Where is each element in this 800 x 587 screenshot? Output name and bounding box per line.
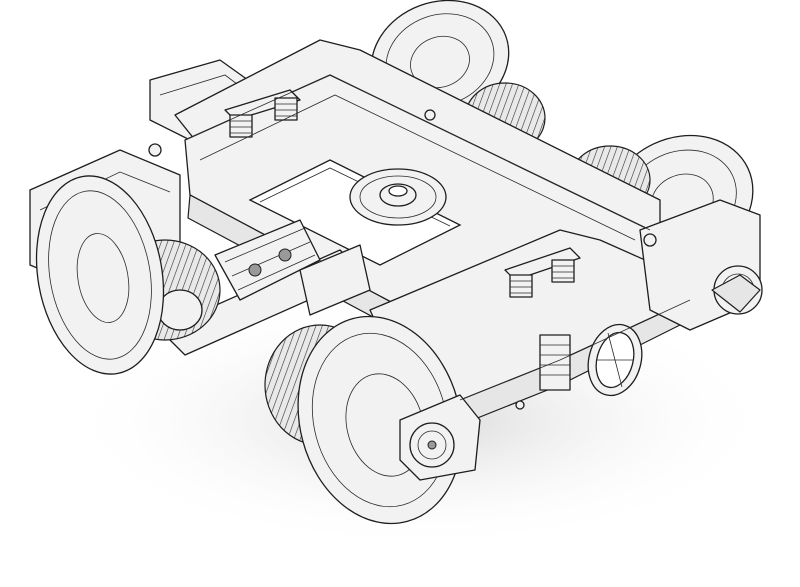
handbrake-wheel [587,323,643,397]
mounting-lugs [148,109,657,410]
secondary-spring-front [504,247,581,298]
center-pivot [349,168,447,226]
primary-spring [539,334,571,391]
rear-right-axlebox [639,199,763,331]
front-right-axlebox [399,394,481,481]
front-left-wheel [35,175,165,375]
brake-rigging [214,219,371,316]
frame-edges [184,74,691,401]
